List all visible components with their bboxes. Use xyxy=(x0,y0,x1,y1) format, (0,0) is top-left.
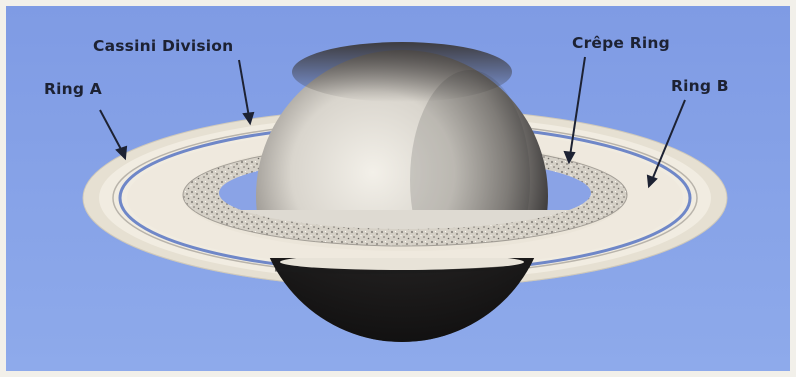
label-cassini-division: Cassini Division xyxy=(93,37,233,55)
label-crepe-ring: Crêpe Ring xyxy=(572,34,670,52)
label-ring-a: Ring A xyxy=(44,80,102,98)
label-ring-b: Ring B xyxy=(671,77,729,95)
